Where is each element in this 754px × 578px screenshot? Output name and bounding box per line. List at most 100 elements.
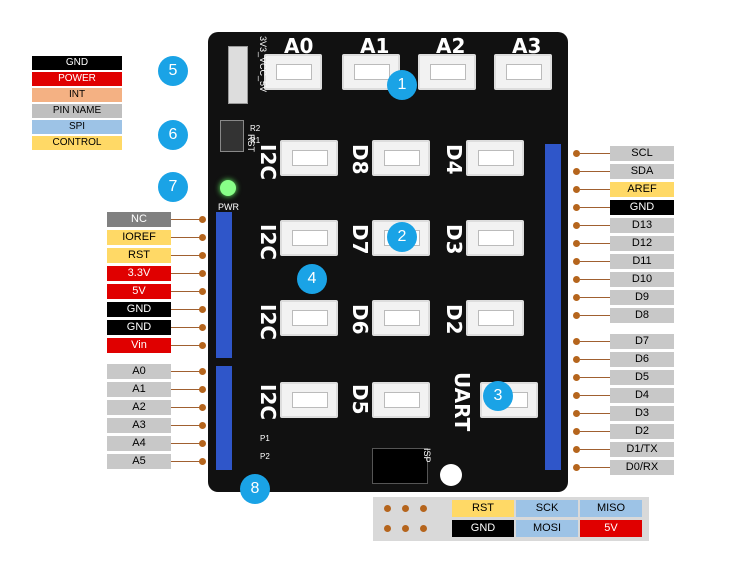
left-pin-lead bbox=[171, 461, 201, 462]
left-pin-lead bbox=[171, 371, 201, 372]
callout-2: 2 bbox=[387, 222, 417, 252]
left-pin-a4: A4 bbox=[107, 436, 171, 451]
left-pin-nc: NC bbox=[107, 212, 171, 227]
left-pin-lead bbox=[171, 255, 201, 256]
left-pin-dot bbox=[199, 422, 206, 429]
grove-a3 bbox=[494, 54, 552, 90]
grove-i2c-1 bbox=[280, 140, 338, 176]
right-pin-dot bbox=[573, 410, 580, 417]
pwr-led bbox=[220, 180, 236, 196]
isp-dot bbox=[384, 505, 391, 512]
right-pin-dot bbox=[573, 312, 580, 319]
right-pin-lead bbox=[580, 279, 610, 280]
left-pin-a3: A3 bbox=[107, 418, 171, 433]
left-pin-a0: A0 bbox=[107, 364, 171, 379]
right-pin-d7: D7 bbox=[610, 334, 674, 349]
p2-label: P2 bbox=[260, 452, 270, 461]
right-pin-lead bbox=[580, 243, 610, 244]
right-pin-dot bbox=[573, 464, 580, 471]
right-pin-lead bbox=[580, 261, 610, 262]
right-pin-dot bbox=[573, 392, 580, 399]
legend-item-gnd: GND bbox=[32, 56, 122, 70]
left-pin-lead bbox=[171, 291, 201, 292]
right-pin-aref: AREF bbox=[610, 182, 674, 197]
right-pin-dot bbox=[573, 168, 580, 175]
grove-d2 bbox=[466, 300, 524, 336]
label-d3: D3 bbox=[442, 224, 466, 255]
isp-dot bbox=[420, 505, 427, 512]
left-pin-dot bbox=[199, 386, 206, 393]
label-i2c-1: I2C bbox=[256, 144, 280, 181]
right-pin-lead bbox=[580, 315, 610, 316]
left-pin-lead bbox=[171, 237, 201, 238]
left-pin-gnd: GND bbox=[107, 320, 171, 335]
left-pin-lead bbox=[171, 407, 201, 408]
right-pin-lead bbox=[580, 467, 610, 468]
reset-button[interactable] bbox=[220, 120, 244, 152]
right-pin-dot bbox=[573, 186, 580, 193]
voltage-switch[interactable] bbox=[228, 46, 248, 104]
isp-cell-sck: SCK bbox=[516, 500, 578, 517]
left-pin-dot bbox=[199, 270, 206, 277]
label-uart: UART bbox=[450, 372, 474, 432]
left-pin-dot bbox=[199, 306, 206, 313]
right-pin-gnd: GND bbox=[610, 200, 674, 215]
right-pin-d4: D4 bbox=[610, 388, 674, 403]
left-pin-dot bbox=[199, 342, 206, 349]
isp-cell-mosi: MOSI bbox=[516, 520, 578, 537]
left-pin-dot bbox=[199, 252, 206, 259]
left-pin-dot bbox=[199, 440, 206, 447]
label-a0: A0 bbox=[284, 34, 314, 58]
left-pin-dot bbox=[199, 404, 206, 411]
left-pin-ioref: IOREF bbox=[107, 230, 171, 245]
grove-a0 bbox=[264, 54, 322, 90]
left-pin-vin: Vin bbox=[107, 338, 171, 353]
right-pin-d8: D8 bbox=[610, 308, 674, 323]
right-pin-lead bbox=[580, 207, 610, 208]
left-pin-lead bbox=[171, 345, 201, 346]
label-d7: D7 bbox=[348, 224, 372, 255]
grove-d3 bbox=[466, 220, 524, 256]
right-pin-d3: D3 bbox=[610, 406, 674, 421]
right-pin-d5: D5 bbox=[610, 370, 674, 385]
right-header-top bbox=[545, 144, 561, 330]
left-pin-5v: 5V bbox=[107, 284, 171, 299]
label-d6: D6 bbox=[348, 304, 372, 335]
right-pin-lead bbox=[580, 225, 610, 226]
left-header-analog bbox=[216, 366, 232, 470]
right-pin-dot bbox=[573, 446, 580, 453]
right-pin-dot bbox=[573, 150, 580, 157]
right-pin-d2: D2 bbox=[610, 424, 674, 439]
right-pin-lead bbox=[580, 395, 610, 396]
left-pin-33v: 3.3V bbox=[107, 266, 171, 281]
isp-cell-rst: RST bbox=[452, 500, 514, 517]
label-d4: D4 bbox=[442, 144, 466, 175]
isp-header bbox=[372, 448, 428, 484]
right-pin-d11: D11 bbox=[610, 254, 674, 269]
left-header-power bbox=[216, 212, 232, 358]
right-pin-lead bbox=[580, 171, 610, 172]
right-pin-lead bbox=[580, 377, 610, 378]
grove-i2c-3 bbox=[280, 300, 338, 336]
grove-d5 bbox=[372, 382, 430, 418]
right-pin-dot bbox=[573, 222, 580, 229]
right-pin-scl: SCL bbox=[610, 146, 674, 161]
left-pin-rst: RST bbox=[107, 248, 171, 263]
legend-item-control: CONTROL bbox=[32, 136, 122, 150]
right-pin-d9: D9 bbox=[610, 290, 674, 305]
label-a1: A1 bbox=[360, 34, 390, 58]
right-pin-lead bbox=[580, 359, 610, 360]
right-pin-d10: D10 bbox=[610, 272, 674, 287]
isp-cell-gnd: GND bbox=[452, 520, 514, 537]
right-header-bottom bbox=[545, 330, 561, 470]
left-pin-dot bbox=[199, 288, 206, 295]
right-pin-dot bbox=[573, 374, 580, 381]
legend-item-power: POWER bbox=[32, 72, 122, 86]
left-pin-a2: A2 bbox=[107, 400, 171, 415]
r2-label: R2 bbox=[250, 124, 261, 133]
left-pin-a5: A5 bbox=[107, 454, 171, 469]
left-pin-lead bbox=[171, 273, 201, 274]
right-pin-dot bbox=[573, 204, 580, 211]
isp-dot bbox=[402, 525, 409, 532]
label-d2: D2 bbox=[442, 304, 466, 335]
